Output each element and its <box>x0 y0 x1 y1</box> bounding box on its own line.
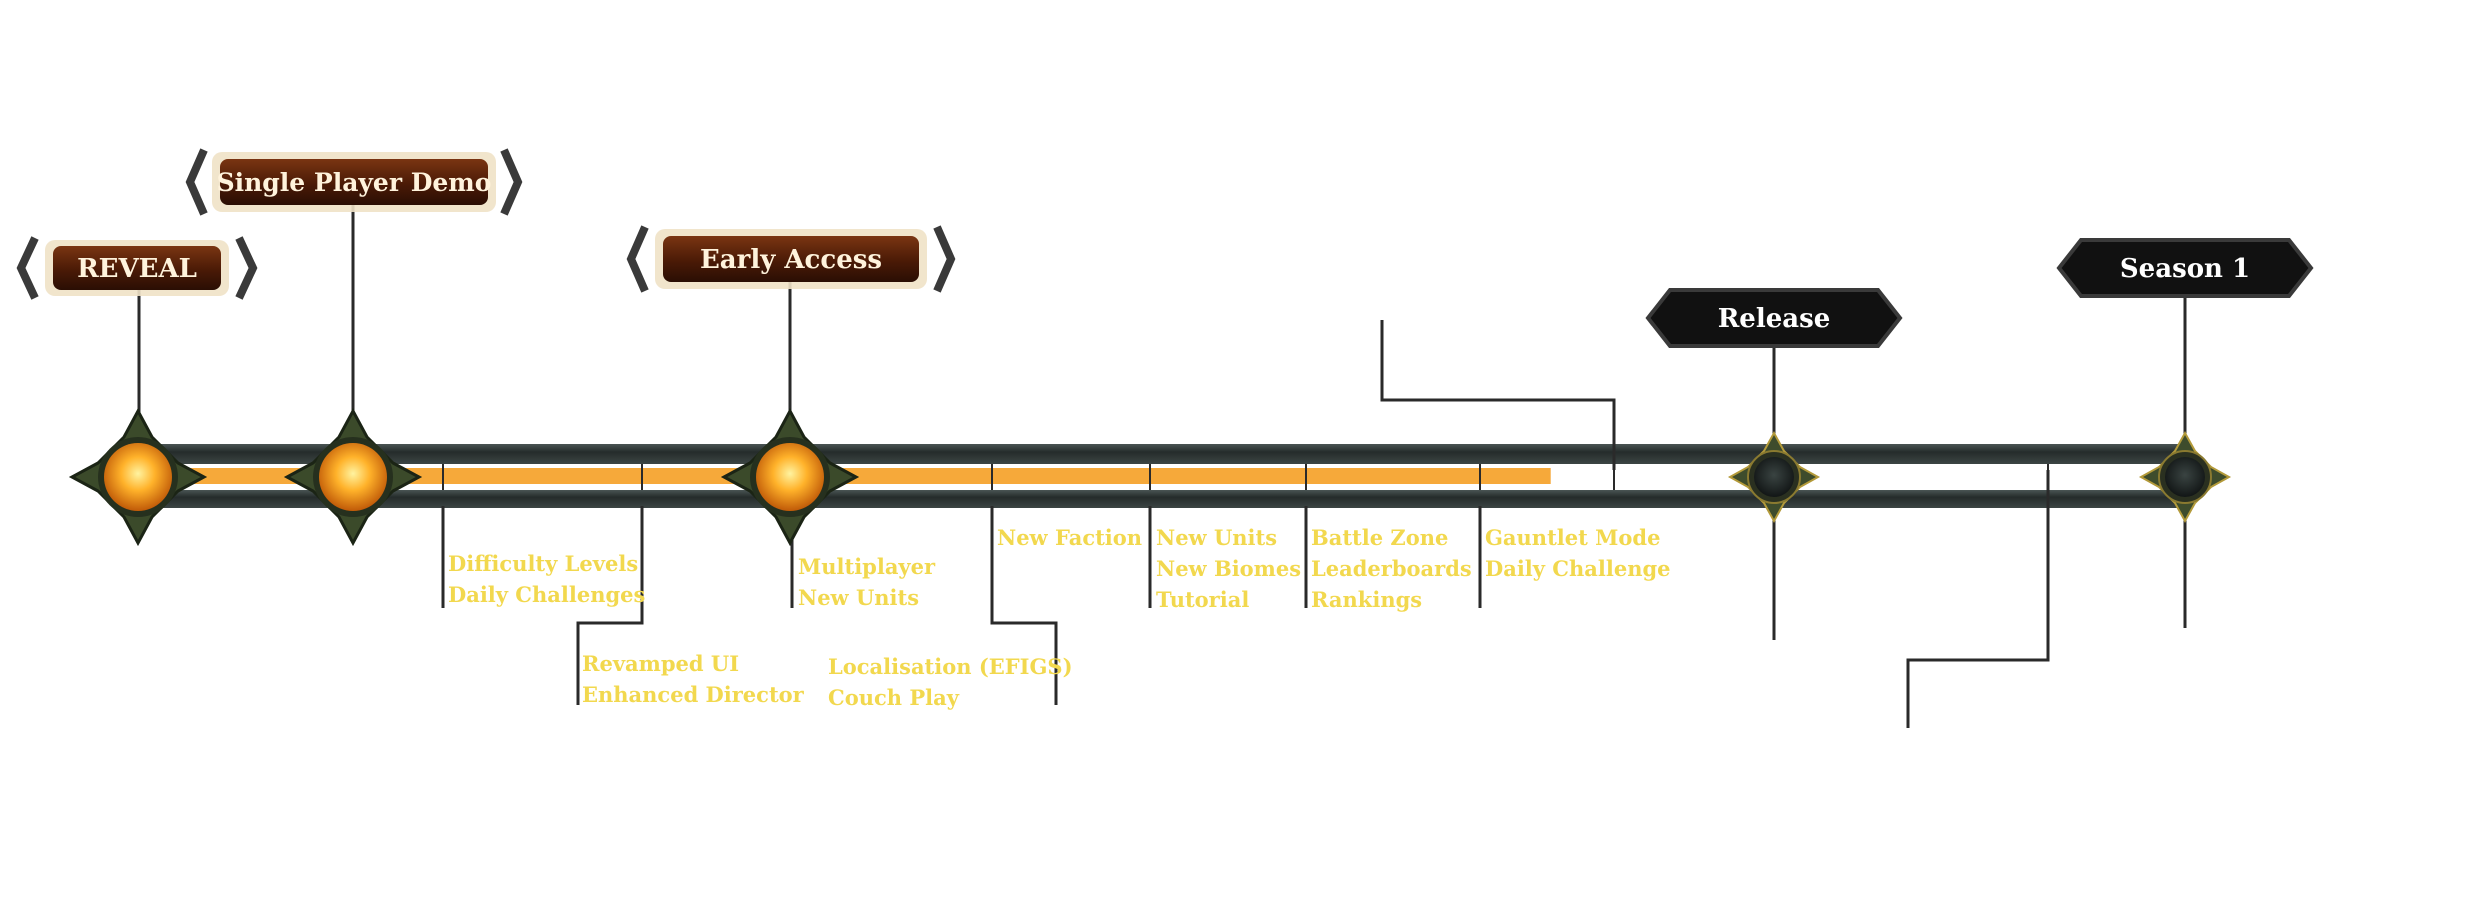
feature-new-faction: New Faction <box>997 522 1142 553</box>
feature-line: Couch Play <box>828 685 959 710</box>
banner-release[interactable]: Release <box>1645 288 1903 348</box>
banner-season-1[interactable]: Season 1 <box>2056 238 2314 298</box>
connector-lines <box>137 205 2187 728</box>
connector-empty-upper <box>1380 320 1616 470</box>
track-rail-top <box>140 444 2190 464</box>
feature-difficulty: Difficulty Levels Daily Challenges <box>448 548 645 610</box>
feature-line: New Units <box>1156 525 1278 550</box>
feature-line: Leaderboards <box>1311 556 1472 581</box>
banner-label-single-player-demo: Single Player Demo <box>217 168 492 197</box>
node-single-player-demo[interactable] <box>283 407 423 547</box>
feature-line: New Biomes <box>1156 556 1302 581</box>
feature-line: Daily Challenge <box>1485 556 1671 581</box>
feature-line: Difficulty Levels <box>448 551 639 576</box>
connector-revamped-ui <box>576 506 644 705</box>
node-season-1[interactable] <box>2138 430 2232 524</box>
node-reveal[interactable] <box>68 407 208 547</box>
feature-line: Revamped UI <box>582 651 740 676</box>
banner-label-release: Release <box>1718 304 1831 334</box>
feature-line: New Units <box>798 585 920 610</box>
track-rail-bottom <box>140 490 2190 508</box>
connector-empty-lower <box>1906 470 2050 728</box>
feature-line: Tutorial <box>1156 587 1250 612</box>
banner-single-player-demo[interactable]: Single Player Demo <box>185 148 523 216</box>
feature-multiplayer: Multiplayer New Units <box>798 551 935 613</box>
milestone-banners: REVEAL Single Player Demo Early Access R… <box>16 148 2314 348</box>
feature-line: Localisation (EFIGS) <box>828 654 1073 679</box>
feature-new-units: New Units New Biomes Tutorial <box>1156 522 1301 615</box>
feature-line: Rankings <box>1311 587 1423 612</box>
feature-line: Gauntlet Mode <box>1485 525 1661 550</box>
feature-battle-zone: Battle Zone Leaderboards Rankings <box>1311 522 1472 615</box>
banner-label-reveal: REVEAL <box>77 254 197 284</box>
feature-line: Battle Zone <box>1311 525 1449 550</box>
connector-localisation <box>990 506 1058 705</box>
feature-line: New Faction <box>997 525 1143 550</box>
feature-localisation: Localisation (EFIGS) Couch Play <box>828 651 1073 713</box>
timeline-nodes <box>68 407 2232 547</box>
banner-reveal[interactable]: REVEAL <box>16 236 258 300</box>
banner-label-season-1: Season 1 <box>2120 254 2250 284</box>
feature-line: Enhanced Director <box>582 682 804 707</box>
timeline-track <box>140 444 2190 508</box>
banner-label-early-access: Early Access <box>700 245 882 275</box>
node-release[interactable] <box>1727 430 1821 524</box>
node-early-access[interactable] <box>720 407 860 547</box>
feature-gauntlet: Gauntlet Mode Daily Challenge <box>1485 522 1671 584</box>
feature-line: Daily Challenges <box>448 582 646 607</box>
feature-revamped-ui: Revamped UI Enhanced Director <box>582 648 804 710</box>
banner-early-access[interactable]: Early Access <box>626 225 956 293</box>
feature-line: Multiplayer <box>798 554 936 579</box>
